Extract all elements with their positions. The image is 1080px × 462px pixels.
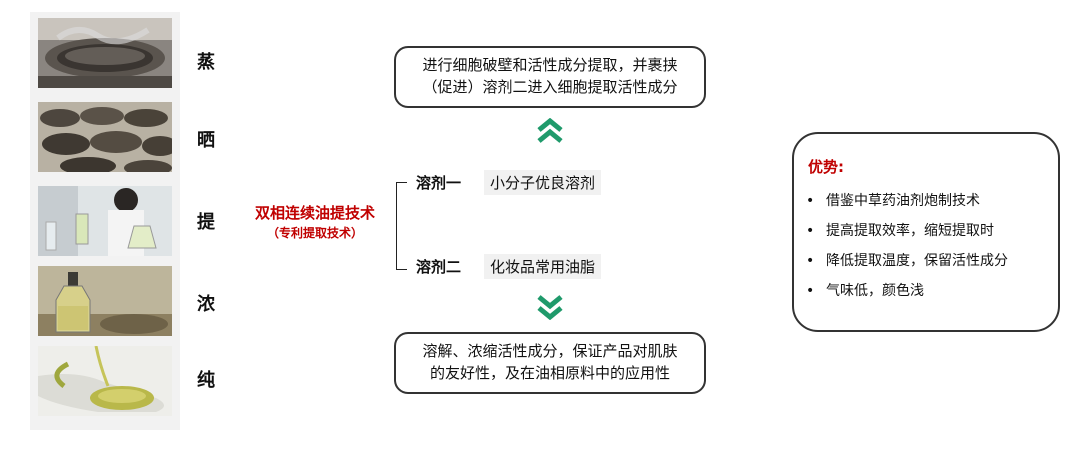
- step-sun-dry: 晒: [197, 130, 215, 151]
- photo-concentrate: [38, 266, 172, 336]
- bottom-box-line2: 的友好性，及在油相原料中的应用性: [429, 364, 670, 382]
- technique-subtitle: （专利提取技术）: [266, 226, 363, 240]
- advantages-title: 优势:: [808, 158, 844, 176]
- photo-strip: [30, 12, 180, 430]
- solvent-two-function-box: 溶解、浓缩活性成分，保证产品对肌肤 的友好性，及在油相原料中的应用性: [394, 332, 706, 394]
- bottom-box-line1: 溶解、浓缩活性成分，保证产品对肌肤: [422, 342, 678, 360]
- advantage-item: •借鉴中草药油剂炮制技术: [806, 193, 980, 209]
- advantage-item: •降低提取温度，保留活性成分: [806, 253, 1008, 269]
- advantage-item: •提高提取效率，缩短提取时: [806, 223, 994, 239]
- photo-drying: [38, 102, 172, 172]
- top-box-line2: （促进）溶剂二进入细胞提取活性成分: [422, 78, 678, 96]
- solvent-two-label: 溶剂二: [416, 258, 462, 276]
- step-extract: 提: [197, 212, 215, 233]
- technique-title: 双相连续油提技术: [254, 204, 375, 222]
- double-chevron-down-icon: [536, 294, 564, 324]
- solvent-one-label: 溶剂一: [416, 174, 462, 192]
- photo-purify: [38, 346, 172, 416]
- bullet-icon: •: [806, 283, 815, 299]
- bullet-icon: •: [806, 253, 815, 269]
- solvent-one-desc: 小分子优良溶剂: [484, 170, 602, 195]
- step-purify: 纯: [197, 370, 215, 391]
- photo-extraction: [38, 186, 172, 256]
- photo-steaming: [38, 18, 172, 88]
- step-concentrate: 浓: [197, 294, 215, 315]
- double-chevron-up-icon: [536, 117, 564, 148]
- bullet-icon: •: [806, 223, 815, 239]
- top-box-line1: 进行细胞破壁和活性成分提取，并裹挟: [422, 56, 678, 74]
- advantages-box: 优势: •借鉴中草药油剂炮制技术 •提高提取效率，缩短提取时 •降低提取温度，保…: [792, 132, 1060, 332]
- bracket: [396, 182, 407, 270]
- solvent-two-desc: 化妆品常用油脂: [484, 254, 602, 279]
- step-steam: 蒸: [197, 52, 215, 73]
- bullet-icon: •: [806, 193, 815, 209]
- advantage-item: •气味低，颜色浅: [806, 283, 924, 299]
- solvent-one-function-box: 进行细胞破壁和活性成分提取，并裹挟 （促进）溶剂二进入细胞提取活性成分: [394, 46, 706, 108]
